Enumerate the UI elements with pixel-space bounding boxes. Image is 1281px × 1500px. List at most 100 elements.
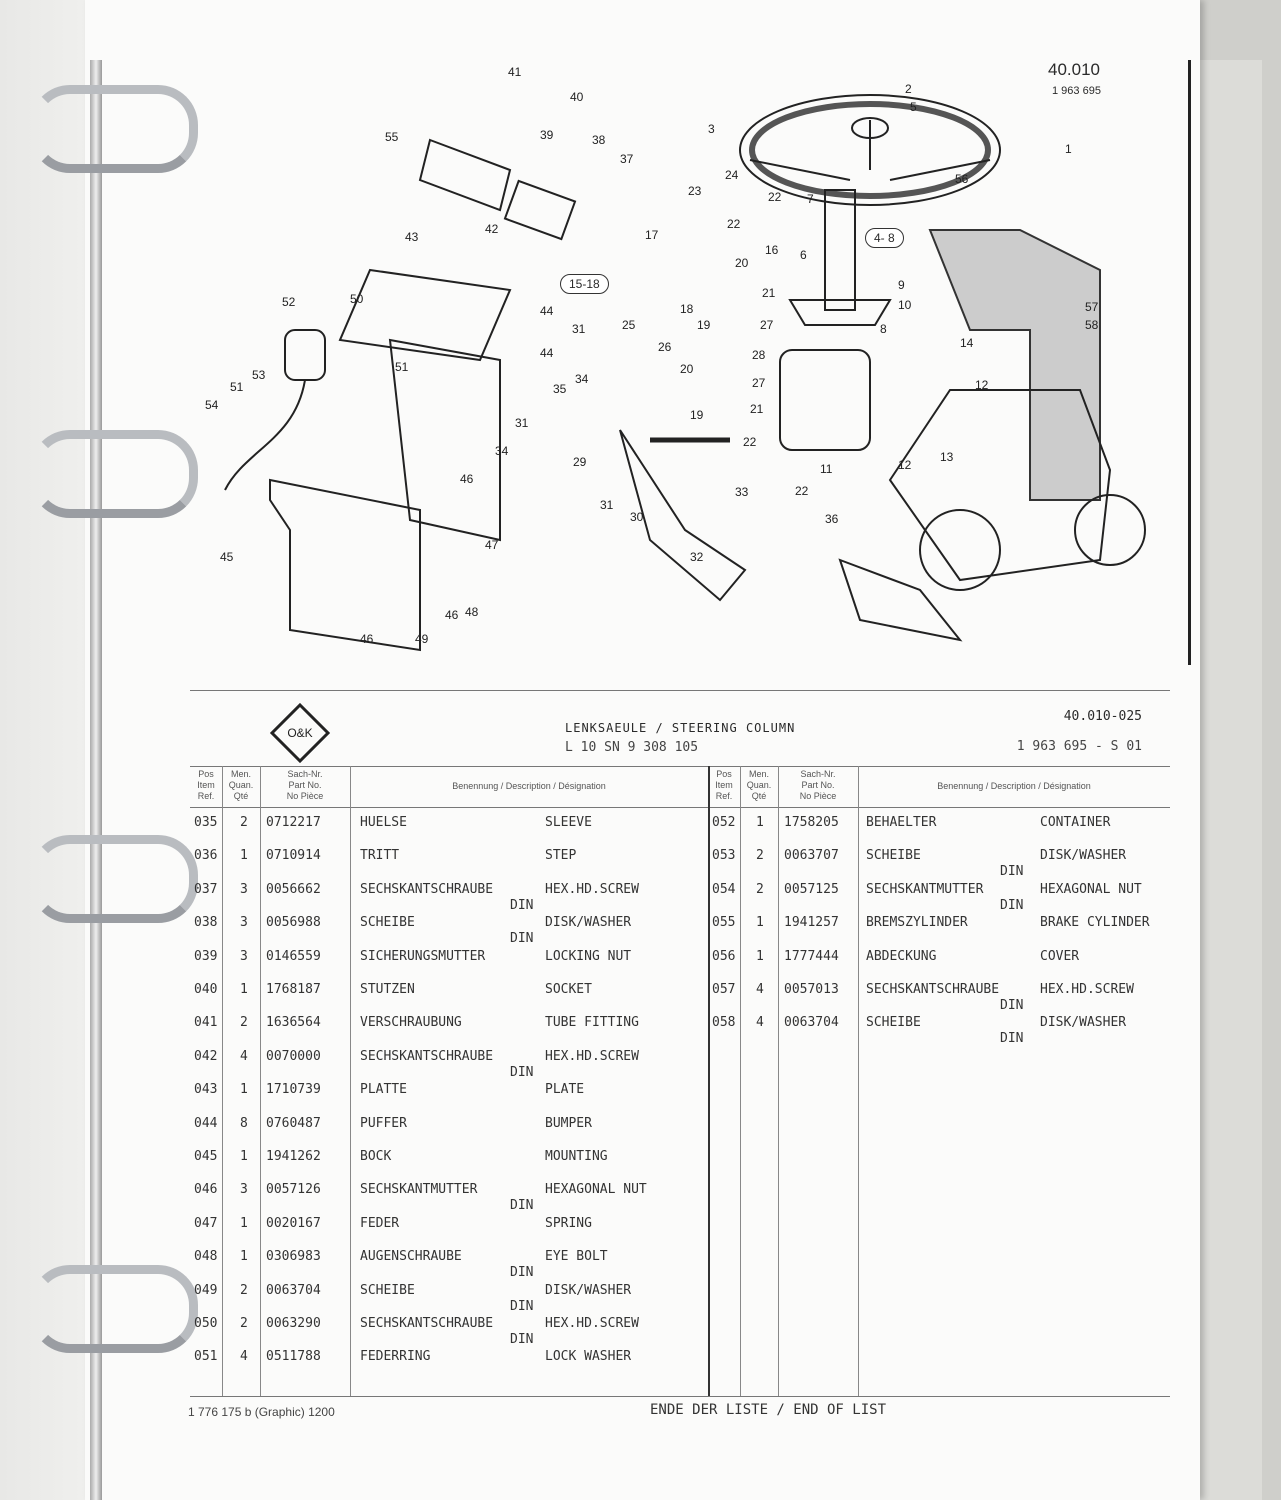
qty-cell: 2	[240, 1282, 248, 1298]
part-cell: 0057013	[784, 982, 839, 997]
callout-number: 18	[680, 302, 694, 316]
description-de: SCHEIBE	[866, 1015, 921, 1031]
qty-cell: 3	[240, 881, 248, 897]
pos-cell: 047	[194, 1215, 218, 1231]
callout-number: 1	[1065, 142, 1072, 156]
callout-number: 48	[465, 605, 479, 619]
callout-number: 25	[622, 318, 636, 332]
description-en: SPRING	[545, 1215, 592, 1231]
pos-cell: 048	[194, 1249, 218, 1265]
description-de: SCHEIBE	[360, 1282, 415, 1298]
qty-cell: 3	[240, 948, 248, 964]
part-cell: 0063704	[266, 1282, 321, 1298]
pos-cell: 058	[712, 1015, 736, 1031]
description-de: SECHSKANTMUTTER	[360, 1182, 478, 1198]
end-of-list: ENDE DER LISTE / END OF LIST	[650, 1402, 887, 1418]
qty-cell: 4	[756, 1015, 764, 1031]
description-en: EYE BOLT	[545, 1249, 608, 1265]
description-en: DISK/WASHER	[545, 1282, 632, 1298]
callout-number: 3	[708, 122, 715, 136]
description-en: SLEEVE	[545, 815, 592, 830]
part-cell: 1941257	[784, 915, 839, 931]
part-cell: 0760487	[266, 1115, 321, 1131]
margin-line	[1188, 60, 1191, 665]
description-de: PLATTE	[360, 1082, 407, 1098]
callout-number: 57	[1085, 300, 1099, 314]
description-en: DISK/WASHER	[1040, 848, 1127, 864]
callout-number: 7	[807, 192, 814, 206]
description-de: SCHEIBE	[866, 848, 921, 864]
callout-number: 20	[680, 362, 694, 376]
container	[284, 329, 326, 381]
description-en: HEX.HD.SCREW	[545, 1316, 639, 1331]
callout-number: 9	[898, 278, 905, 292]
callout-number: 49	[415, 632, 429, 646]
description-de: ABDECKUNG	[866, 948, 937, 964]
description-de: BEHAELTER	[866, 815, 937, 830]
callout-number: 14	[960, 336, 974, 350]
din-note: DIN	[510, 897, 534, 913]
header-desc: Benennung / Description / Désignation	[452, 781, 606, 791]
pos-cell: 049	[194, 1282, 218, 1298]
description-de: SECHSKANTSCHRAUBE	[866, 982, 1000, 997]
qty-cell: 4	[240, 1349, 248, 1365]
callout-number: 23	[688, 184, 702, 198]
description-de: HUELSE	[360, 815, 407, 830]
callout-number: 24	[725, 168, 739, 182]
description-de: PUFFER	[360, 1115, 407, 1131]
range-tag: 15-18	[560, 274, 609, 294]
callout-number: 46	[445, 608, 459, 622]
description-de: SICHERUNGSMUTTER	[360, 948, 486, 964]
part-cell: 0063704	[784, 1015, 839, 1031]
pos-cell: 038	[194, 915, 218, 931]
pos-cell: 042	[194, 1048, 218, 1064]
sheet-number: 40.010	[1048, 60, 1100, 79]
callout-number: 46	[360, 632, 374, 646]
qty-cell: 1	[240, 848, 248, 864]
callout-number: 32	[690, 550, 704, 564]
qty-cell: 1	[240, 982, 248, 997]
mounting	[388, 338, 501, 542]
header-qty: Men. Quan. Qté	[228, 769, 254, 801]
pos-cell: 044	[194, 1115, 218, 1131]
description-de: SCHEIBE	[360, 915, 415, 931]
callout-number: 58	[1085, 318, 1099, 332]
description-en: HEX.HD.SCREW	[545, 1048, 639, 1064]
description-en: BRAKE CYLINDER	[1040, 915, 1150, 931]
callout-number: 37	[620, 152, 634, 166]
doc-subnumber: 1 963 695 - S 01	[1016, 739, 1142, 754]
callout-number: 35	[553, 382, 567, 396]
steering-unit	[779, 349, 871, 451]
description-en: COVER	[1040, 948, 1080, 964]
callout-number: 6	[800, 248, 807, 262]
callout-number: 21	[762, 286, 776, 300]
sheet-subnumber: 1 963 695	[1052, 85, 1101, 97]
din-note: DIN	[510, 1265, 534, 1281]
diagram-drawing	[224, 94, 1146, 652]
callout-number: 28	[752, 348, 766, 362]
callout-number: 19	[690, 408, 704, 422]
part-cell: 0056988	[266, 915, 321, 931]
description-de: AUGENSCHRAUBE	[360, 1249, 462, 1265]
callout-number: 42	[485, 222, 499, 236]
part-cell: 0057125	[784, 881, 839, 897]
callout-number: 2	[905, 82, 912, 96]
callout-number: 50	[350, 292, 364, 306]
callout-number: 38	[592, 133, 606, 147]
callout-number: 53	[252, 368, 266, 382]
description-en: CONTAINER	[1040, 815, 1111, 830]
range-tag: 4- 8	[865, 228, 904, 248]
description-de: SECHSKANTMUTTER	[866, 881, 984, 897]
callout-number: 19	[697, 318, 711, 332]
callout-number: 27	[760, 318, 774, 332]
pos-cell: 043	[194, 1082, 218, 1098]
